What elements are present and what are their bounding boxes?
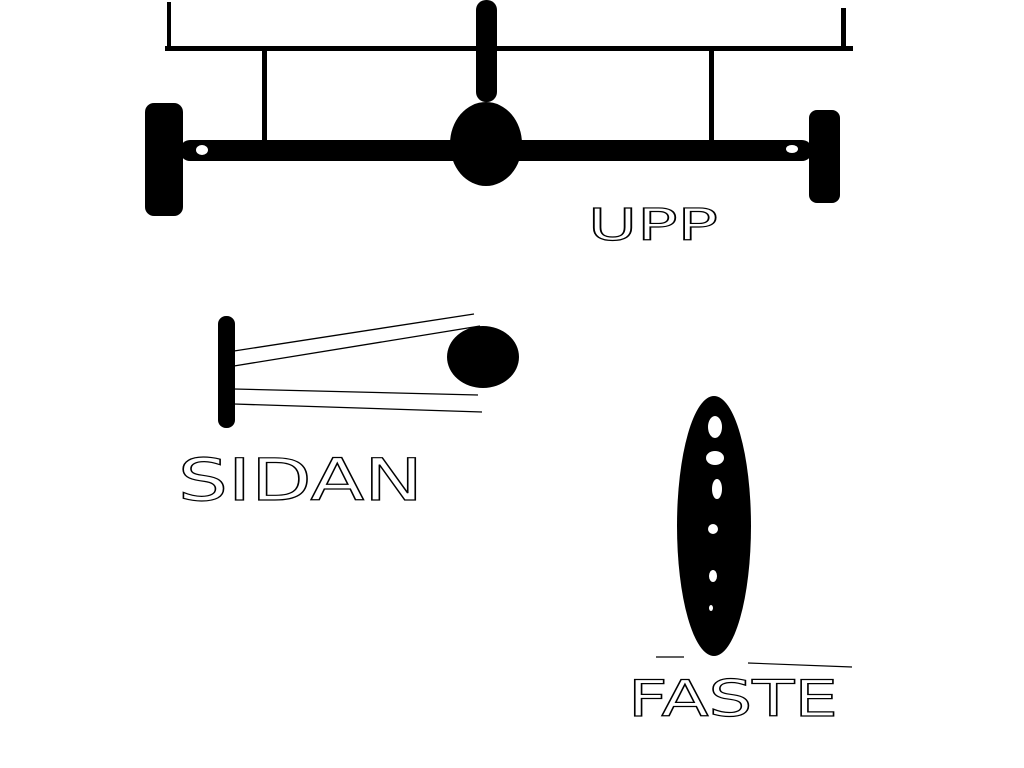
left-strut xyxy=(262,50,267,142)
right-post xyxy=(841,8,846,50)
label-top-view: UPP xyxy=(588,200,718,251)
label-side-view: SIDAN xyxy=(178,446,423,514)
side-view-drawing xyxy=(218,313,519,428)
center-hub xyxy=(450,102,522,186)
side-plate xyxy=(218,316,235,428)
side-wheel xyxy=(447,326,519,388)
mount-drawing xyxy=(656,396,853,668)
left-post xyxy=(167,2,171,50)
left-hole xyxy=(196,145,208,155)
top-view-drawing xyxy=(145,0,853,216)
right-wheel xyxy=(809,110,840,203)
right-strut xyxy=(709,50,714,142)
center-mast xyxy=(476,0,497,102)
left-wheel xyxy=(145,103,183,216)
right-hole xyxy=(786,145,798,153)
label-mount: FASTE xyxy=(628,670,838,728)
top-bar xyxy=(165,46,853,51)
